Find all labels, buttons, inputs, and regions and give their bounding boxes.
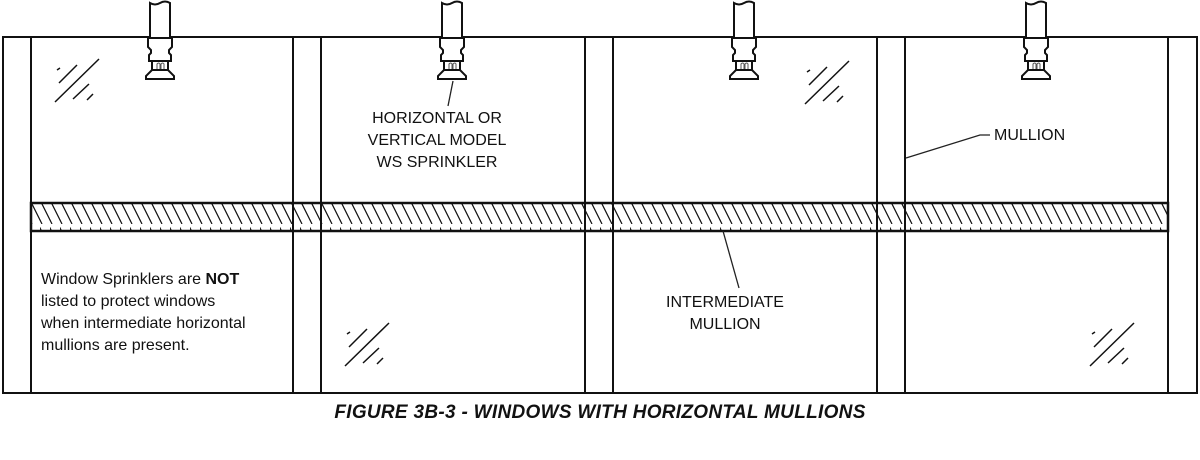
sprinkler-label: HORIZONTAL OR VERTICAL MODEL WS SPRINKLE… [357,108,517,174]
glass-mark [54,58,100,103]
note-text: Window Sprinklers are [41,271,206,288]
glass-mark [804,60,850,105]
mullion-label: MULLION [994,127,1066,144]
intermediate-mullion-label: INTERMEDIATE MULLION [655,292,795,336]
note-line: listed to protect windows [41,293,216,310]
figure-caption: FIGURE 3B-3 - WINDOWS WITH HORIZONTAL MU… [334,402,866,423]
warning-note: Window Sprinklers are NOT listed to prot… [41,269,246,357]
glass-mark [1089,322,1135,367]
intermediate-mullion-label-line: MULLION [689,316,761,333]
intermediate-mullion-leader [722,230,740,289]
intermediate-mullion-label-line: INTERMEDIATE [666,294,784,311]
sprinkler-icon [145,0,175,80]
note-line: when intermediate horizontal [41,315,246,332]
sprinkler-icon [1021,0,1051,80]
note-emphasis: NOT [205,271,240,288]
sprinkler-label-line: VERTICAL MODEL [367,132,507,149]
mullion-leader [905,134,990,159]
sprinkler-icon [729,0,759,80]
window-frame [2,36,1198,394]
sprinkler-label-line: WS SPRINKLER [376,154,498,171]
sprinkler-icon [437,0,467,80]
intermediate-mullion [29,201,1170,233]
sprinkler-leader [447,80,454,107]
sprinkler-label-line: HORIZONTAL OR [372,110,502,127]
glass-mark [344,322,390,367]
note-line: mullions are present. [41,337,190,354]
